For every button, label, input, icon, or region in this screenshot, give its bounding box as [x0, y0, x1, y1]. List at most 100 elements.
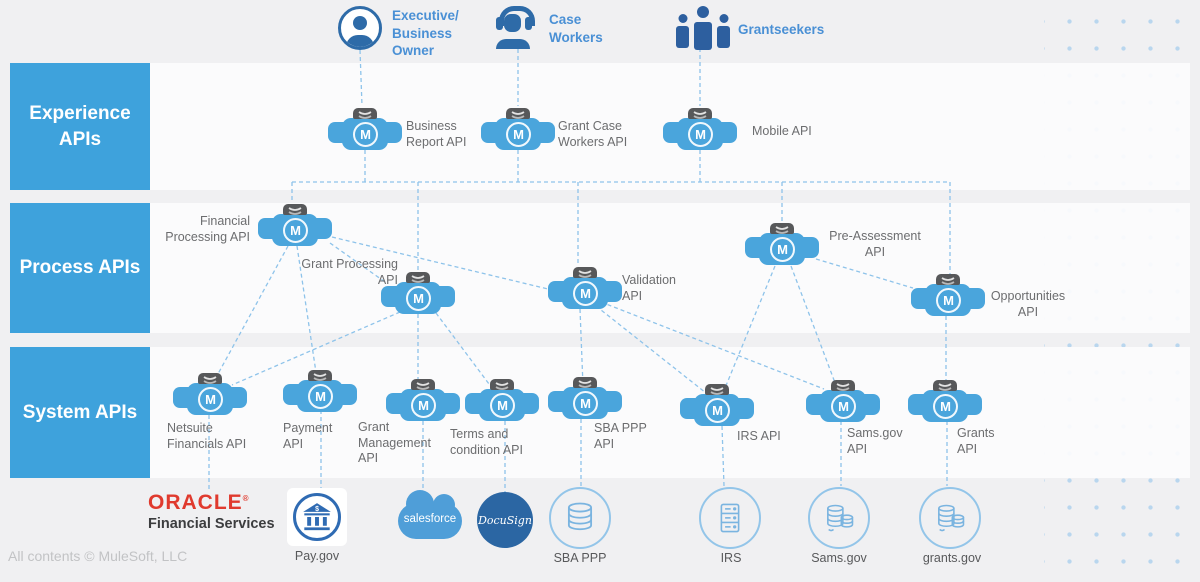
process-title-text: Process APIs	[19, 257, 141, 279]
connector-clip-icon	[573, 377, 597, 388]
sams-gov-api-node: M	[806, 380, 880, 422]
mulesoft-logo-icon: M	[411, 393, 436, 418]
netsuite-financials-api-node: M	[173, 373, 247, 415]
executive-business-owner-icon	[338, 6, 382, 50]
mulesoft-logo-icon: M	[308, 384, 333, 409]
grant-management-api-node: M	[386, 379, 460, 421]
executive-business-owner-label: Executive/ Business Owner	[392, 8, 459, 59]
layer-title-process-apis: Process APIs	[10, 203, 150, 333]
grantseekers-label: Grantseekers	[738, 22, 825, 37]
pre-assessment-api-label: Pre-Assessment API	[829, 229, 921, 259]
sba-ppp-system-label: SBA PPP	[553, 551, 607, 565]
connector-clip-icon	[688, 108, 712, 119]
database-icon	[567, 502, 593, 531]
connector-clip-icon	[198, 373, 222, 384]
mulesoft-logo-icon: M	[573, 391, 598, 416]
connector-clip-icon	[308, 370, 332, 381]
grant-management-api-label: Grant Management API	[358, 420, 431, 465]
oracle-wordmark: ORACLE	[148, 491, 243, 514]
terms-and-condition-api-label: Terms and condition API	[450, 427, 523, 457]
docusign-logo: DocuSign	[477, 492, 533, 548]
validation-api-label: Validation API	[622, 273, 676, 303]
server-icon	[720, 503, 740, 533]
mulesoft-logo-icon: M	[831, 394, 856, 419]
connector-clip-icon	[770, 223, 794, 234]
business-report-api-label: Business Report API	[406, 119, 467, 149]
payment-api-node: M	[283, 370, 357, 412]
mulesoft-logo-icon: M	[283, 218, 308, 243]
mulesoft-logo-icon: M	[353, 122, 378, 147]
connector-clip-icon	[933, 380, 957, 391]
opportunities-api-node: M	[911, 274, 985, 316]
sba-ppp-system	[549, 487, 611, 549]
grantseekers-icon	[676, 6, 730, 50]
mulesoft-logo-icon: M	[933, 394, 958, 419]
grants-api-node: M	[908, 380, 982, 422]
validation-api-node: M	[548, 267, 622, 309]
mulesoft-logo-icon: M	[406, 286, 431, 311]
irs-api-label: IRS API	[737, 429, 781, 443]
financial-processing-api-label: Financial Processing API	[165, 214, 250, 244]
irs-api-node: M	[680, 384, 754, 426]
connector-clip-icon	[353, 108, 377, 119]
opportunities-api-label: Opportunities API	[990, 289, 1066, 319]
grant-processing-api-node: M	[381, 272, 455, 314]
coins-icon	[938, 504, 965, 532]
case-workers-label: Case Workers	[549, 12, 603, 45]
grants-gov-system	[919, 487, 981, 549]
mulesoft-logo-icon: M	[198, 387, 223, 412]
connector-clip-icon	[573, 267, 597, 278]
grant-case-workers-api-node: M	[481, 108, 555, 150]
connector-clip-icon	[490, 379, 514, 390]
oracle-financial-services-text: Financial Services	[148, 516, 275, 532]
mulesoft-logo-icon: M	[705, 398, 730, 423]
experience-title-text: Experience APIs	[29, 102, 131, 150]
coins-icon	[827, 504, 854, 532]
mobile-api-node: M	[663, 108, 737, 150]
layer-title-system-apis: System APIs	[10, 347, 150, 478]
financial-processing-api-node: M	[258, 204, 332, 246]
grant-case-workers-api-label: Grant Case Workers API	[558, 119, 628, 149]
grant-processing-api-label: Grant Processing API	[301, 257, 398, 287]
experience-band	[10, 63, 1190, 190]
grants-gov-system-label: grants.gov	[922, 551, 982, 565]
layer-title-experience-apis: Experience APIs	[10, 63, 150, 190]
connector-clip-icon	[705, 384, 729, 395]
grants-api-label: Grants API	[957, 426, 995, 456]
salesforce-wordmark: salesforce	[403, 513, 457, 525]
case-workers-icon	[494, 5, 540, 49]
irs-system	[699, 487, 761, 549]
mulesoft-logo-icon: M	[770, 237, 795, 262]
terms-and-condition-api-node: M	[465, 379, 539, 421]
svg-text:$: $	[315, 506, 319, 513]
copyright-text: All contents © MuleSoft, LLC	[8, 548, 188, 564]
bank-icon: $	[293, 493, 341, 541]
paygov-label: Pay.gov	[294, 549, 340, 563]
pre-assessment-api-node: M	[745, 223, 819, 265]
connector-clip-icon	[411, 379, 435, 390]
mulesoft-logo-icon: M	[936, 288, 961, 313]
process-band	[10, 203, 1190, 333]
mobile-api-label: Mobile API	[752, 124, 812, 138]
mulesoft-logo-icon: M	[506, 122, 531, 147]
sams-gov-system-label: Sams.gov	[811, 551, 867, 565]
paygov-logo: $	[287, 488, 347, 546]
sams-gov-api-label: Sams.gov API	[847, 426, 903, 456]
system-title-text: System APIs	[22, 401, 138, 423]
connector-clip-icon	[506, 108, 530, 119]
connector-clip-icon	[936, 274, 960, 285]
irs-system-label: IRS	[720, 551, 742, 565]
connector-clip-icon	[283, 204, 307, 215]
mulesoft-logo-icon: M	[573, 281, 598, 306]
netsuite-financials-api-label: Netsuite Financials API	[167, 421, 247, 451]
connector-clip-icon	[406, 272, 430, 283]
connector-clip-icon	[831, 380, 855, 391]
mulesoft-logo-icon: M	[688, 122, 713, 147]
docusign-wordmark: DocuSign	[478, 513, 532, 527]
oracle-registered-mark: ®	[242, 494, 250, 503]
salesforce-logo: salesforce	[398, 490, 462, 539]
payment-api-label: Payment API	[283, 421, 333, 451]
mulesoft-logo-icon: M	[490, 393, 515, 418]
